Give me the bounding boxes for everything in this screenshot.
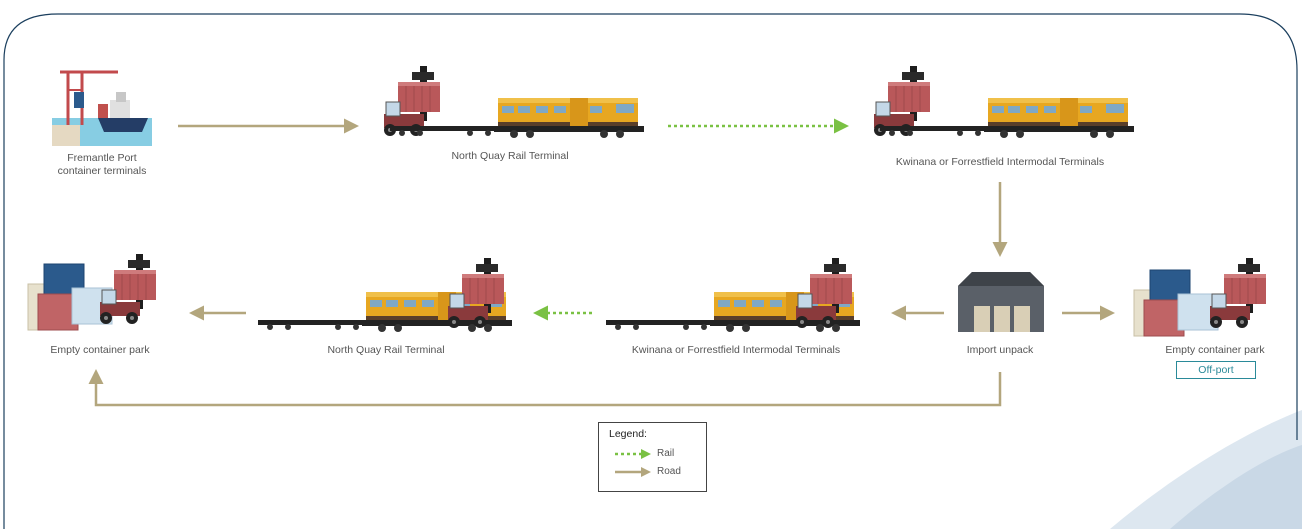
- road-arrow: [88, 369, 1002, 407]
- port-icon: [52, 70, 152, 146]
- node-label-import-unpack: Import unpack: [966, 344, 1034, 356]
- legend-item-rail: Rail: [613, 448, 703, 462]
- legend-title: Legend:: [609, 428, 647, 440]
- node-label-kwinana-bottom: Kwinana or Forrestfield Intermodal Termi…: [631, 344, 841, 356]
- node-label-empty-park-offport: Empty container park: [1165, 344, 1265, 356]
- legend-label-rail: Rail: [657, 448, 675, 459]
- node-label-kwinana-top: Kwinana or Forrestfield Intermodal Termi…: [895, 156, 1105, 168]
- container-stack-icon: [1133, 269, 1219, 337]
- legend-label-road: Road: [657, 466, 681, 477]
- frame-border: [3, 13, 1298, 529]
- road-arrow-icon: [615, 467, 651, 477]
- reach-stacker-icon: [1209, 257, 1267, 329]
- reach-stacker-icon: [383, 65, 441, 137]
- node-label-line: Fremantle Port: [67, 152, 137, 164]
- container-stack-icon: [27, 263, 113, 331]
- reach-stacker-icon: [873, 65, 931, 137]
- rail-arrow-icon: [615, 449, 651, 459]
- legend-item-road: Road: [613, 466, 703, 480]
- node-label-fremantle-port: Fremantle Port container terminals: [40, 152, 164, 178]
- off-port-badge: Off-port: [1176, 361, 1256, 379]
- node-label-north-quay-bottom: North Quay Rail Terminal: [327, 344, 445, 356]
- node-label-line: container terminals: [57, 165, 147, 177]
- node-label-empty-park-left: Empty container park: [50, 344, 150, 356]
- warehouse-icon: [958, 272, 1044, 332]
- node-label-north-quay-top: North Quay Rail Terminal: [451, 150, 569, 162]
- legend-box: Legend: Rail Road: [598, 422, 707, 492]
